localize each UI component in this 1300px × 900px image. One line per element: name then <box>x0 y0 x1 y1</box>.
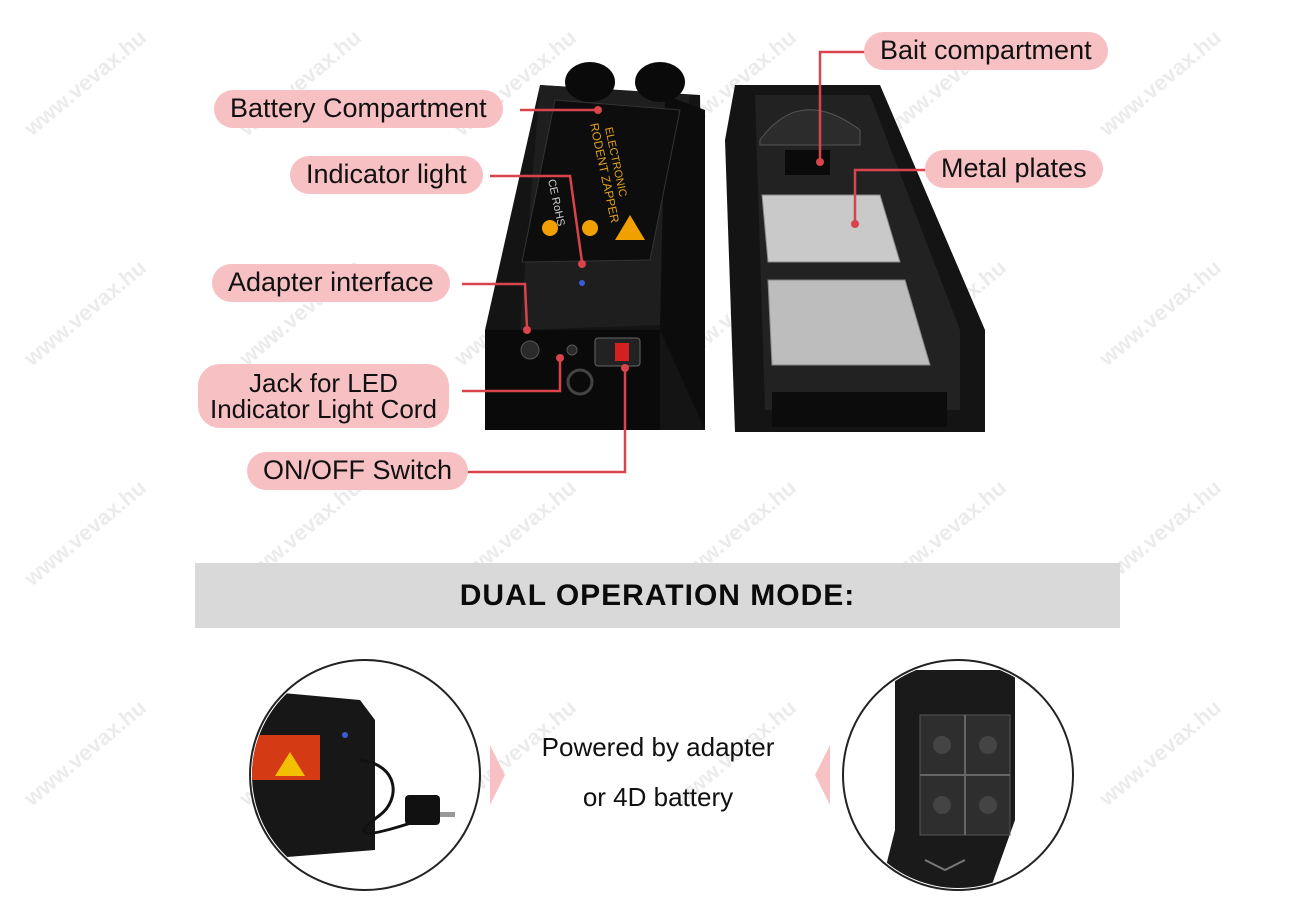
sticker <box>521 99 681 263</box>
arrow-right <box>815 745 830 805</box>
indicator-led <box>579 280 585 286</box>
zapper-closed: ELECTRONIC RODENT ZAPPER CE RoHS <box>485 62 705 430</box>
switch-rocker[interactable] <box>615 343 629 361</box>
label-indicator-light: Indicator light <box>290 156 483 194</box>
battery-slot <box>979 736 997 754</box>
adapter-cable <box>359 758 421 835</box>
battery-mode-illustration <box>842 659 1074 891</box>
leader-jack <box>462 360 562 393</box>
adapter-mode-illustration <box>249 659 481 891</box>
label-adapter-interface: Adapter interface <box>212 264 450 302</box>
metal-plate <box>761 194 901 263</box>
leader-dots <box>523 106 859 372</box>
zapper-open <box>725 85 985 432</box>
label-on-off-switch: ON/OFF Switch <box>247 452 469 490</box>
hazard-icon <box>542 220 558 236</box>
leader-switch <box>462 370 627 474</box>
warning-icon <box>275 752 305 776</box>
label-jack-line1: Jack for LED <box>249 368 398 398</box>
leader-indicator <box>490 174 584 263</box>
led-jack <box>566 344 578 356</box>
leader-lines <box>462 50 930 474</box>
leader-bait <box>818 50 868 160</box>
power-adapter <box>405 795 440 825</box>
dual-mode-banner: DUAL OPERATION MODE: <box>195 563 1120 628</box>
indicator-led <box>342 732 348 738</box>
battery-slot <box>933 736 951 754</box>
banner-title: DUAL OPERATION MODE: <box>459 578 856 612</box>
label-jack-line2: Indicator Light Cord <box>210 394 437 424</box>
adapter-port <box>520 340 540 360</box>
metal-plate <box>767 279 931 366</box>
label-jack-led-cord: Jack for LED Indicator Light Cord <box>198 364 449 428</box>
bottom-tray <box>772 392 947 427</box>
label-metal-plates: Metal plates <box>925 150 1103 188</box>
warning-icon <box>615 215 645 240</box>
battery-slot <box>979 796 997 814</box>
battery-slot <box>933 796 951 814</box>
hazard-icon <box>582 220 598 236</box>
speaker-grille <box>566 368 594 396</box>
bait-dome <box>759 109 861 146</box>
leader-adapter <box>462 282 529 329</box>
cap-right <box>635 62 685 102</box>
arrow-left <box>490 745 505 805</box>
label-battery-compartment: Battery Compartment <box>214 90 503 128</box>
leader-plates <box>853 168 930 222</box>
cap-left <box>565 62 615 102</box>
mode-line2: or 4D battery <box>582 782 734 812</box>
mode-line1: Powered by adapter <box>541 732 775 762</box>
label-bait-compartment: Bait compartment <box>864 32 1108 70</box>
